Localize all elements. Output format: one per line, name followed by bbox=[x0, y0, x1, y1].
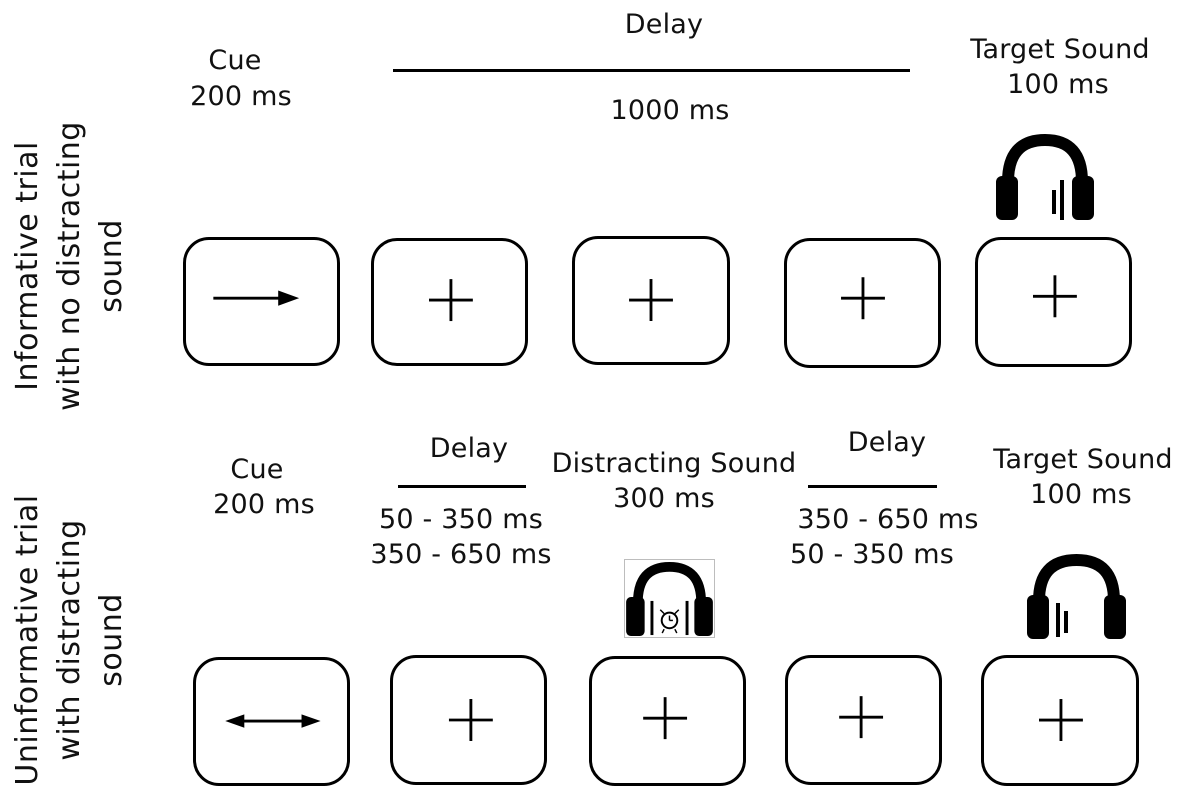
delay-bracket-line bbox=[808, 485, 937, 488]
target-sound-duration: 100 ms bbox=[1030, 479, 1132, 510]
row-label-line: Informative trial bbox=[10, 141, 45, 391]
delay-bracket-line bbox=[398, 485, 526, 488]
delay-title: Delay bbox=[624, 9, 704, 40]
row-label-line: with distracting bbox=[52, 519, 87, 761]
delay-duration: 350 - 650 ms bbox=[797, 504, 979, 535]
fixation-screen bbox=[784, 238, 941, 368]
delay-bracket-line bbox=[393, 69, 910, 72]
cue-duration: 200 ms bbox=[213, 489, 315, 520]
headphones-alarm-icon bbox=[624, 559, 715, 638]
delay-title: Delay bbox=[847, 427, 927, 458]
fixation-cross-icon bbox=[448, 699, 493, 741]
fixation-cross-icon bbox=[841, 277, 885, 320]
fixation-screen bbox=[371, 238, 528, 366]
delay-duration: 50 - 350 ms bbox=[379, 504, 543, 535]
fixation-screen bbox=[572, 236, 730, 365]
fixation-screen bbox=[589, 656, 746, 786]
distracting-sound-title: Distracting Sound bbox=[551, 448, 797, 479]
delay-duration: 350 - 650 ms bbox=[370, 539, 552, 570]
fixation-screen bbox=[785, 655, 942, 785]
row-label-line: Uninformative trial bbox=[10, 494, 45, 786]
fixation-cross-icon bbox=[429, 279, 473, 322]
delay-duration: 1000 ms bbox=[610, 95, 730, 126]
fixation-cross-icon bbox=[629, 279, 673, 321]
row-label-uninformative: Uninformative trial with distracting sou… bbox=[7, 470, 133, 810]
cue-duration: 200 ms bbox=[190, 81, 292, 112]
cue-screen bbox=[183, 237, 340, 366]
row-label-informative: Informative trial with no distracting so… bbox=[7, 96, 133, 436]
fixation-cross-icon bbox=[1032, 275, 1077, 318]
target-screen bbox=[981, 655, 1139, 786]
headphones-target-icon bbox=[1024, 553, 1129, 640]
cue-screen bbox=[193, 657, 350, 786]
cue-title: Cue bbox=[208, 45, 262, 76]
fixation-cross-icon bbox=[839, 696, 884, 739]
headphones-target-icon bbox=[992, 132, 1098, 222]
target-sound-title: Target Sound bbox=[993, 444, 1173, 475]
fixation-screen bbox=[390, 655, 547, 785]
distracting-sound-duration: 300 ms bbox=[613, 483, 715, 514]
delay-duration: 50 - 350 ms bbox=[790, 539, 954, 570]
double-arrow-icon bbox=[225, 714, 321, 728]
row-label-line: sound bbox=[94, 219, 129, 313]
row-label-line: with no distracting bbox=[52, 121, 87, 411]
fixation-cross-icon bbox=[643, 697, 688, 740]
cue-title: Cue bbox=[230, 454, 284, 485]
target-sound-title: Target Sound bbox=[970, 34, 1150, 65]
target-screen bbox=[975, 237, 1132, 367]
delay-title: Delay bbox=[429, 433, 509, 464]
fixation-cross-icon bbox=[1039, 699, 1083, 742]
target-sound-duration: 100 ms bbox=[1007, 69, 1109, 100]
row-label-line: sound bbox=[94, 593, 129, 687]
right-arrow-icon bbox=[213, 290, 300, 306]
